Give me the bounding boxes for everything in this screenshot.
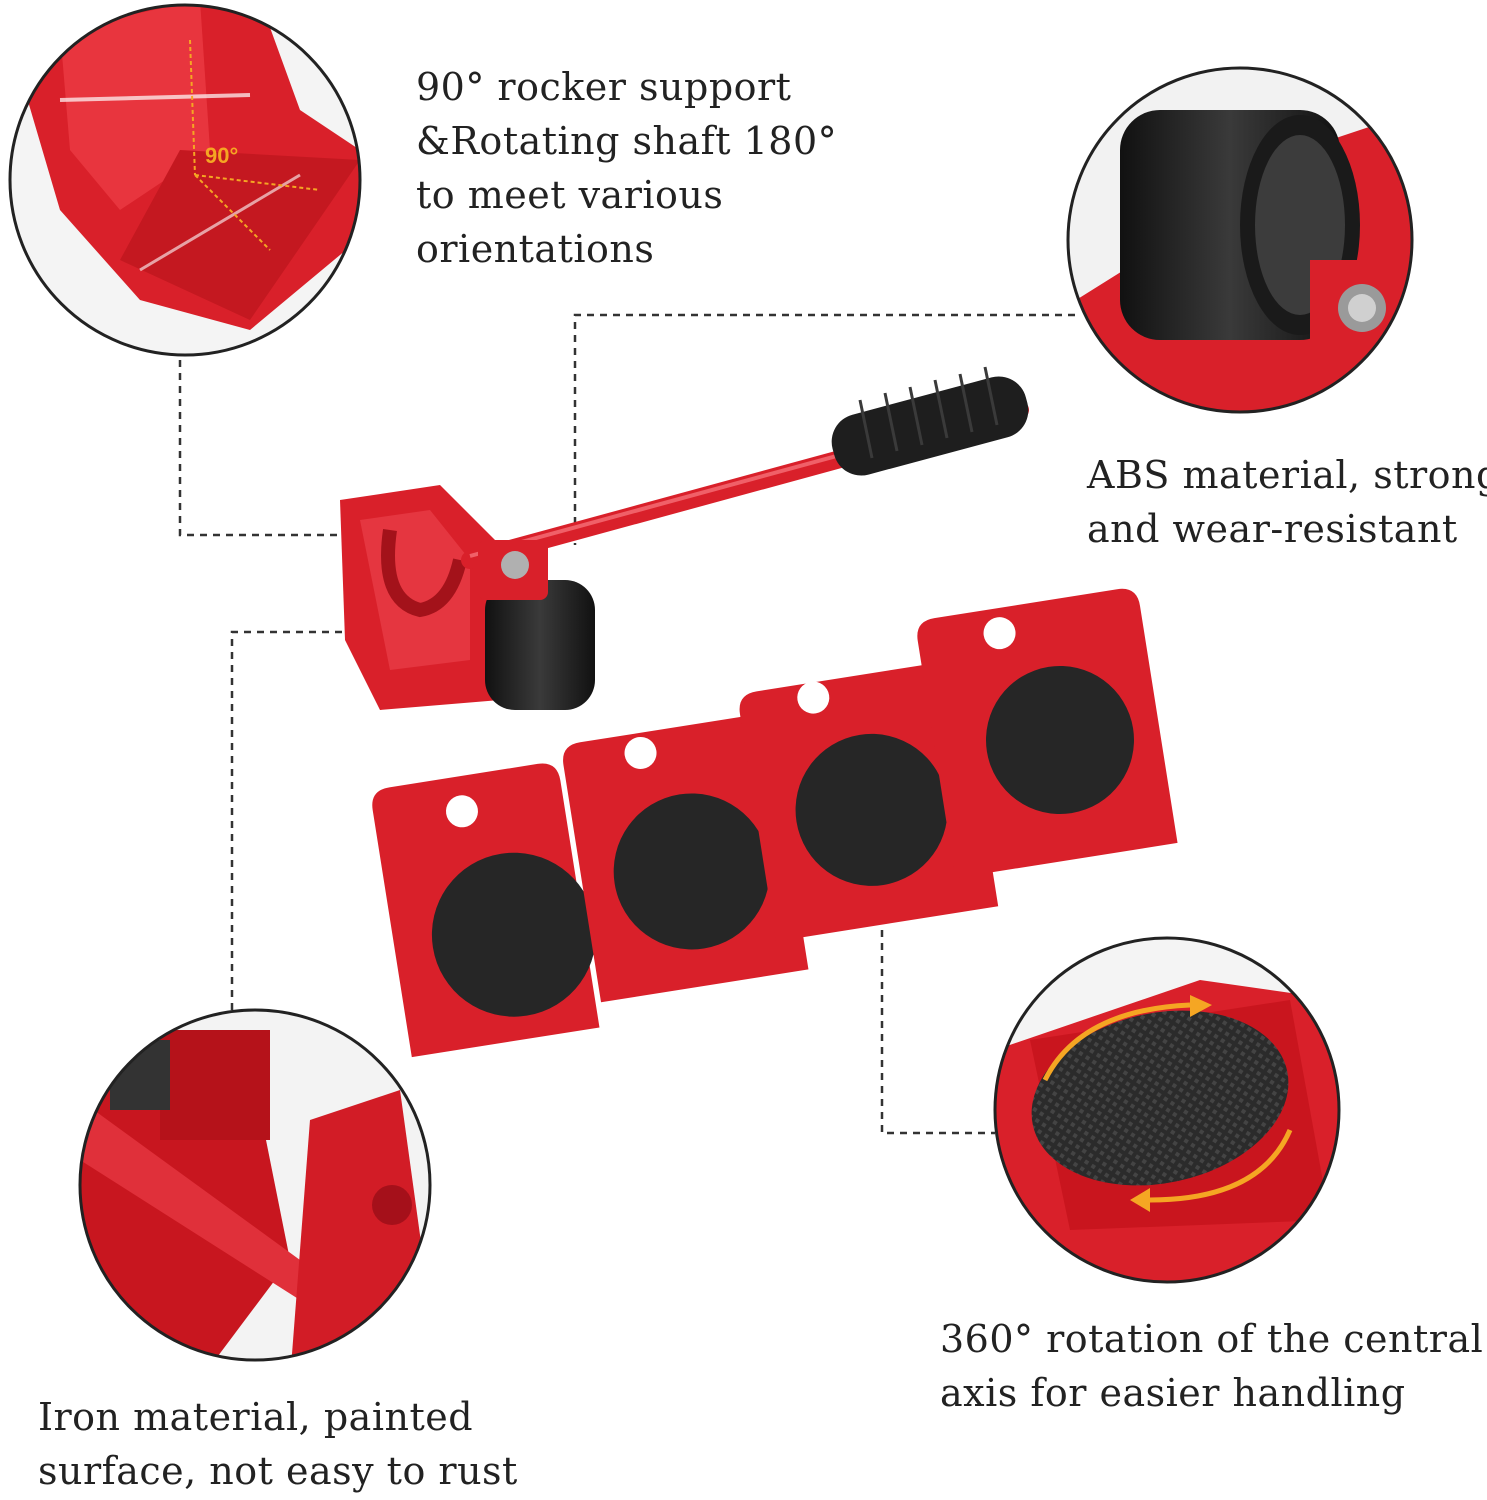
leader-line-abs xyxy=(573,313,1075,545)
caption-line: axis for easier handling xyxy=(940,1371,1406,1415)
caption-line: and wear-resistant xyxy=(1087,507,1458,551)
leader-line-iron xyxy=(230,630,368,1010)
caption-line: &Rotating shaft 180° xyxy=(416,119,838,163)
caption-line: ABS material, strong xyxy=(1087,453,1487,497)
caption-line: to meet various xyxy=(416,173,724,217)
caption-iron-material: Iron material, painted surface, not easy… xyxy=(38,1390,518,1498)
caption-abs-material: ABS material, strong and wear-resistant xyxy=(1087,448,1487,556)
mover-pad xyxy=(372,763,600,1058)
zoom-circle-rotation xyxy=(993,936,1341,1284)
mover-pad xyxy=(917,588,1178,879)
caption-line: orientations xyxy=(416,227,655,271)
zoom-circle-rocker: 90° xyxy=(8,3,362,357)
zoom-circle-abs xyxy=(1066,66,1414,414)
zoom-circle-iron xyxy=(78,1008,432,1362)
mover-pads xyxy=(372,588,1178,1058)
caption-line: 360° rotation of the central xyxy=(940,1317,1484,1361)
angle-label: 90° xyxy=(205,143,238,168)
caption-line: Iron material, painted xyxy=(38,1395,474,1439)
leader-line-rocker xyxy=(178,360,360,537)
lifter-tool xyxy=(340,366,1029,710)
mover-pad xyxy=(563,715,809,1003)
caption-rotation: 360° rotation of the central axis for ea… xyxy=(940,1312,1483,1420)
caption-line: 90° rocker support xyxy=(416,65,792,109)
caption-line: surface, not easy to rust xyxy=(38,1449,518,1493)
caption-rocker-support: 90° rocker support &Rotating shaft 180° … xyxy=(416,60,837,276)
